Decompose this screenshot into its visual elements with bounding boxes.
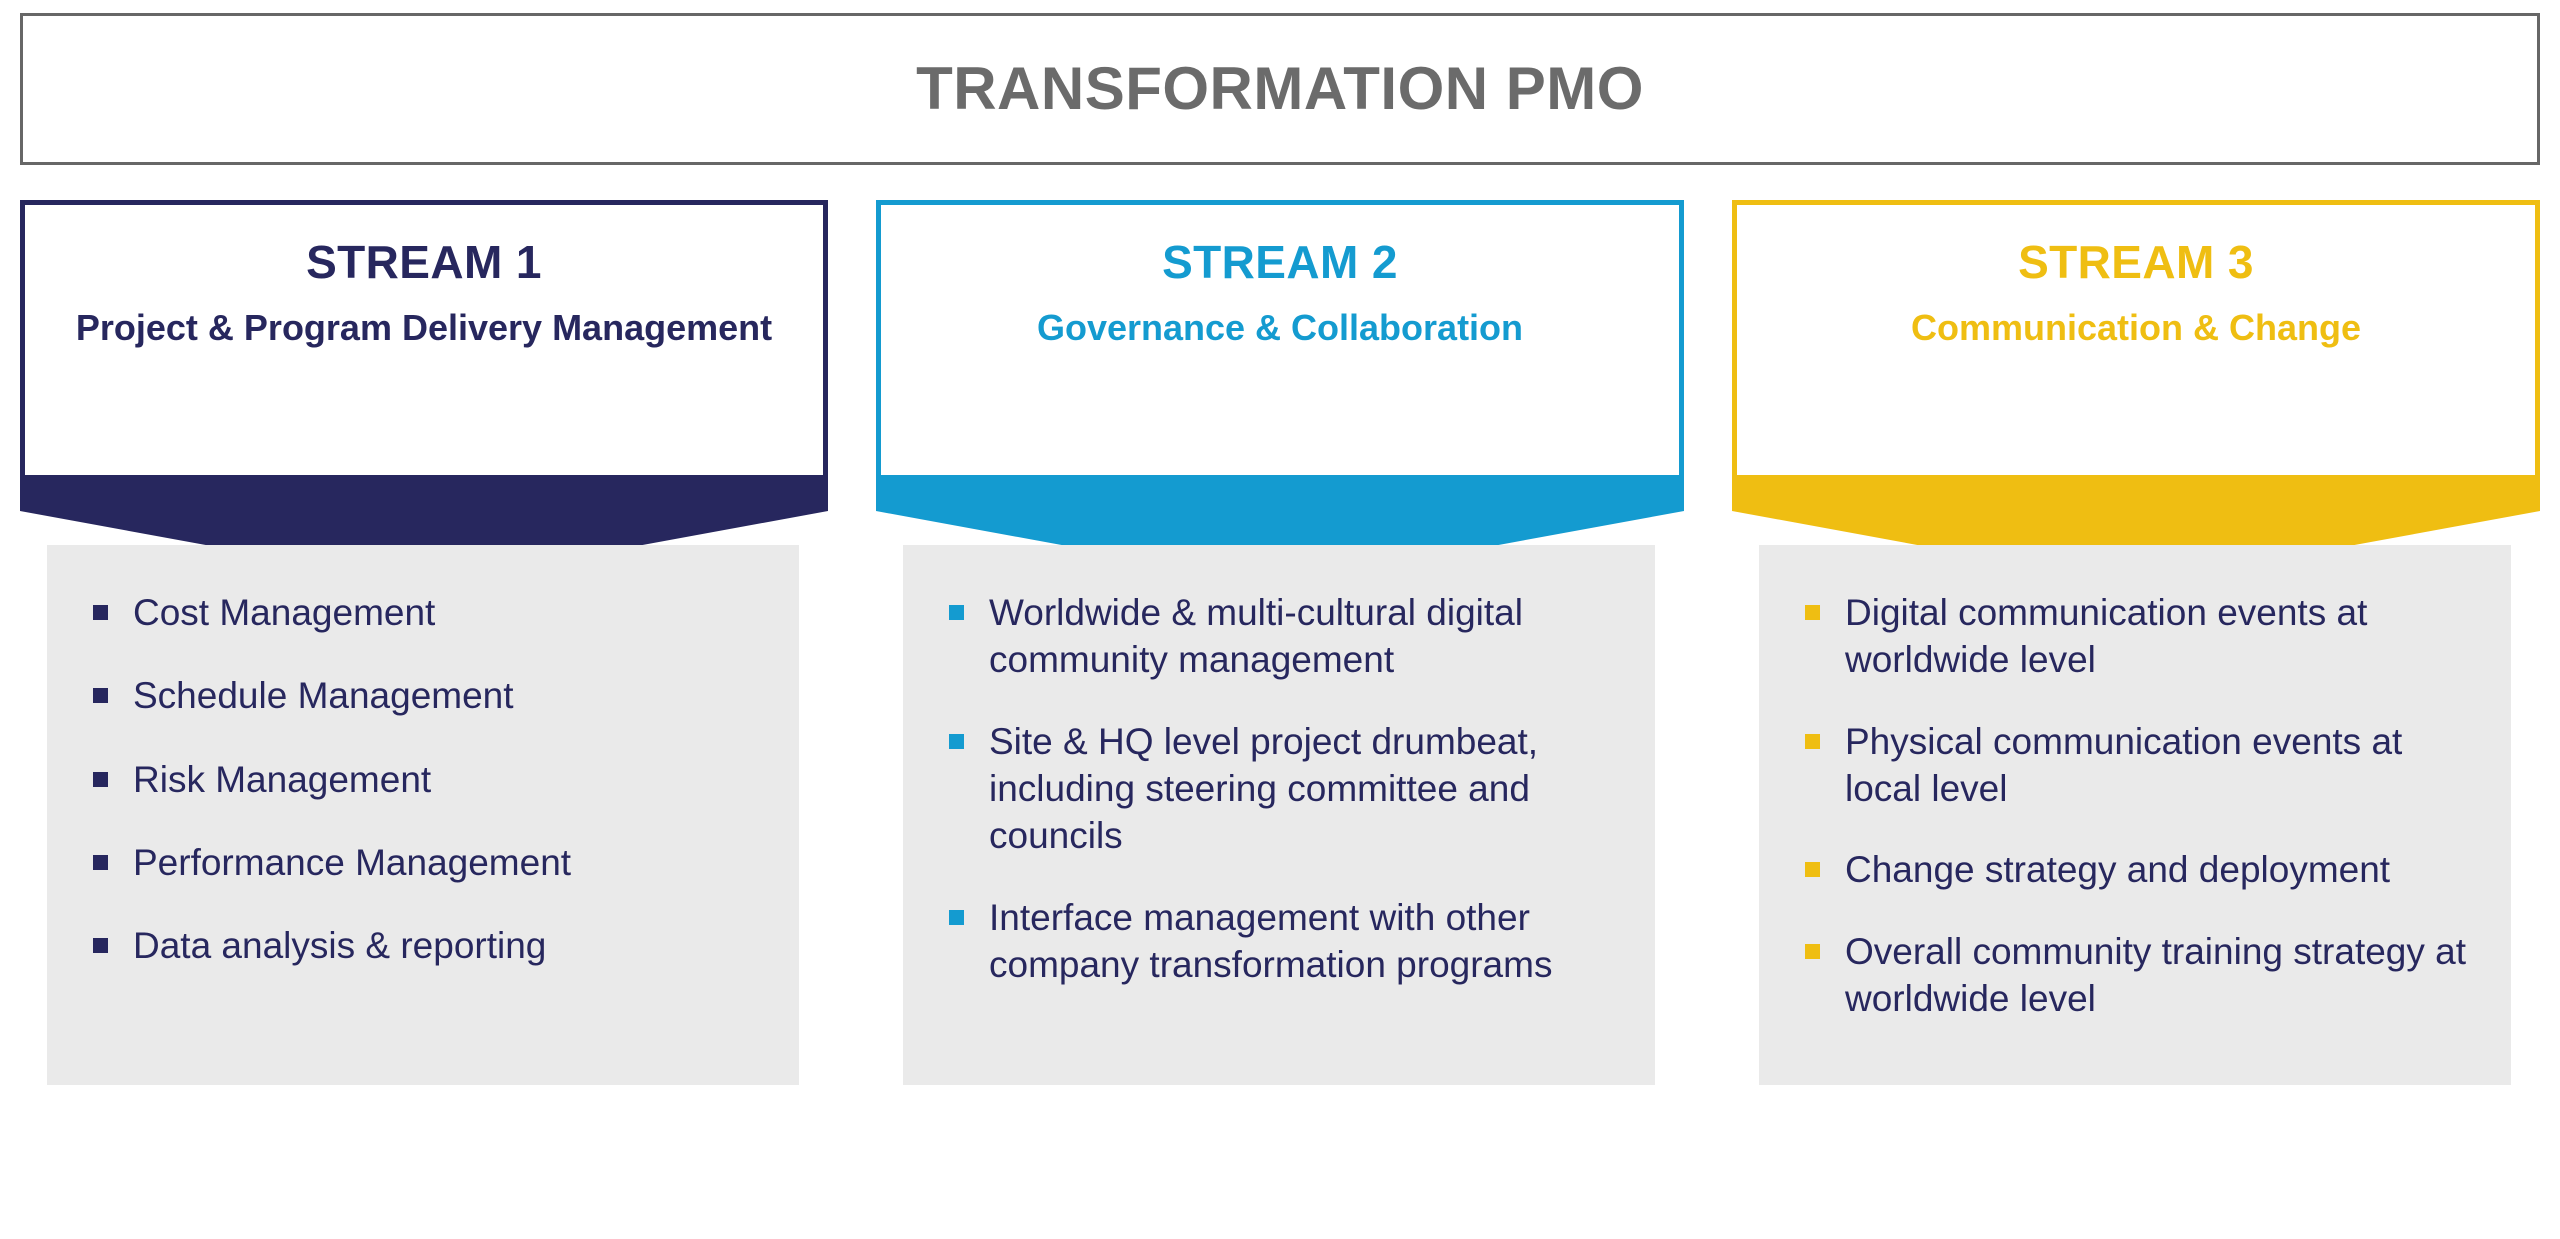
list-item: Physical communication events at local l… — [1789, 718, 2481, 813]
list-item-label: Physical communication events at local l… — [1845, 720, 2403, 810]
list-item-label: Site & HQ level project drumbeat, includ… — [989, 720, 1539, 857]
stream-3-subtitle: Communication & Change — [1910, 306, 2362, 348]
list-item: Interface management with other company … — [933, 894, 1625, 989]
list-item: Cost Management — [77, 589, 769, 636]
list-item: Site & HQ level project drumbeat, includ… — [933, 718, 1625, 860]
stream-2-subtitle: Governance & Collaboration — [1036, 306, 1524, 348]
stream-1-header-wrap: STREAM 1 Project & Program Delivery Mana… — [20, 200, 828, 585]
square-bullet-icon — [1805, 605, 1820, 620]
square-bullet-icon — [93, 855, 108, 871]
stream-column-2: STREAM 2 Governance & Collaboration Worl… — [876, 200, 1684, 1085]
list-item: Performance Management — [77, 839, 769, 886]
square-bullet-icon — [949, 909, 964, 925]
list-item-label: Risk Management — [133, 758, 432, 800]
stream-1-chevron-icon — [20, 475, 828, 585]
stream-3-body-panel: Digital communication events at worldwid… — [1759, 545, 2511, 1085]
list-item-label: Interface management with other company … — [989, 896, 1553, 986]
list-item-label: Performance Management — [133, 842, 572, 884]
list-item-label: Digital communication events at worldwid… — [1845, 592, 2368, 681]
square-bullet-icon — [93, 771, 108, 787]
stream-3-title: STREAM 3 — [2018, 236, 2254, 288]
square-bullet-icon — [1805, 862, 1820, 878]
stream-2-body-panel: Worldwide & multi-cultural digital commu… — [903, 545, 1655, 1085]
list-item: Change strategy and deployment — [1789, 846, 2481, 893]
stream-3-bullet-list: Digital communication events at worldwid… — [1789, 589, 2481, 1023]
stream-2-bullet-list: Worldwide & multi-cultural digital commu… — [933, 589, 1625, 989]
stream-3-header-wrap: STREAM 3 Communication & Change — [1732, 200, 2540, 585]
page-title-box: TRANSFORMATION PMO — [20, 13, 2540, 165]
list-item: Risk Management — [77, 756, 769, 803]
list-item-label: Schedule Management — [133, 675, 514, 717]
list-item: Worldwide & multi-cultural digital commu… — [933, 589, 1625, 684]
stream-1-header-box: STREAM 1 Project & Program Delivery Mana… — [20, 200, 828, 475]
list-item: Schedule Management — [77, 672, 769, 719]
list-item: Overall community training strategy at w… — [1789, 928, 2481, 1023]
stream-1-subtitle: Project & Program Delivery Management — [75, 306, 773, 348]
list-item: Digital communication events at worldwid… — [1789, 589, 2481, 684]
page-title: TRANSFORMATION PMO — [916, 55, 1644, 122]
stream-2-title: STREAM 2 — [1162, 236, 1398, 288]
square-bullet-icon — [93, 938, 108, 954]
square-bullet-icon — [949, 733, 964, 749]
square-bullet-icon — [93, 605, 108, 620]
stream-3-chevron-icon — [1732, 475, 2540, 585]
stream-column-1: STREAM 1 Project & Program Delivery Mana… — [20, 200, 828, 1085]
square-bullet-icon — [1805, 943, 1820, 959]
stream-2-header-wrap: STREAM 2 Governance & Collaboration — [876, 200, 1684, 585]
stream-2-header-box: STREAM 2 Governance & Collaboration — [876, 200, 1684, 475]
stream-1-title: STREAM 1 — [306, 236, 542, 288]
list-item-label: Change strategy and deployment — [1845, 849, 2391, 891]
list-item-label: Data analysis & reporting — [133, 925, 547, 967]
square-bullet-icon — [949, 605, 964, 620]
list-item: Data analysis & reporting — [77, 922, 769, 969]
list-item-label: Worldwide & multi-cultural digital commu… — [989, 592, 1523, 681]
stream-column-3: STREAM 3 Communication & Change Digital … — [1732, 200, 2540, 1085]
list-item-label: Overall community training strategy at w… — [1845, 930, 2467, 1020]
square-bullet-icon — [1805, 733, 1820, 749]
list-item-label: Cost Management — [133, 592, 436, 633]
stream-2-chevron-icon — [876, 475, 1684, 585]
square-bullet-icon — [93, 688, 108, 704]
stream-3-header-box: STREAM 3 Communication & Change — [1732, 200, 2540, 475]
